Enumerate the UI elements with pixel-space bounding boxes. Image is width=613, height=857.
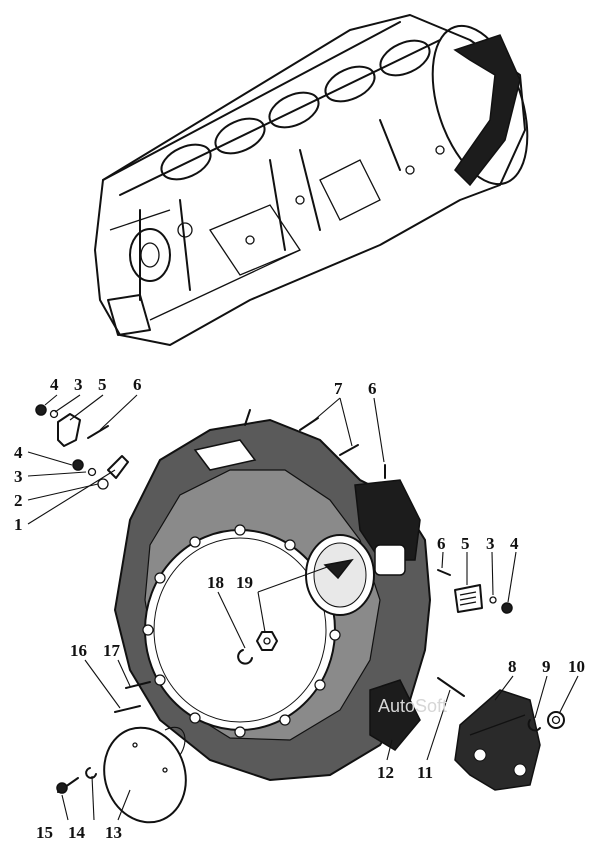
callout-7: 7 bbox=[334, 379, 343, 398]
inner-nut-washer bbox=[237, 631, 278, 665]
callout-17: 17 bbox=[103, 641, 121, 660]
flange-bolt-holes bbox=[142, 524, 341, 738]
callout-14: 14 bbox=[68, 823, 86, 842]
callout-11: 11 bbox=[417, 763, 433, 782]
callout-8: 8 bbox=[508, 657, 517, 676]
callout-3: 3 bbox=[74, 375, 83, 394]
engine-block bbox=[94, 14, 529, 346]
callout-5: 5 bbox=[461, 534, 470, 553]
callout-12: 12 bbox=[377, 763, 394, 782]
callout-10: 10 bbox=[568, 657, 585, 676]
callout-6: 6 bbox=[368, 379, 377, 398]
flywheel-housing bbox=[113, 409, 432, 782]
callout-9: 9 bbox=[542, 657, 551, 676]
cover-plate bbox=[103, 726, 187, 824]
callout-4: 4 bbox=[510, 534, 519, 553]
lock-washer bbox=[527, 719, 541, 732]
callout-6: 6 bbox=[133, 375, 142, 394]
callout-5: 5 bbox=[98, 375, 107, 394]
callout-16: 16 bbox=[70, 641, 87, 660]
watermark: AutoSoft bbox=[378, 696, 447, 716]
callout-13: 13 bbox=[105, 823, 122, 842]
dowel-pins bbox=[114, 681, 151, 713]
callout-labels: 4 3 5 6 4 3 2 1 7 6 6 5 3 4 18 19 16 17 … bbox=[14, 375, 585, 842]
stud-11 bbox=[437, 677, 465, 697]
upper-left-fasteners bbox=[35, 404, 129, 490]
callout-19: 19 bbox=[236, 573, 253, 592]
right-fasteners bbox=[384, 464, 513, 614]
callout-2: 2 bbox=[14, 491, 23, 510]
callout-4: 4 bbox=[50, 375, 59, 394]
nut bbox=[547, 711, 565, 729]
callout-3: 3 bbox=[14, 467, 23, 486]
cylinder-bores bbox=[160, 39, 431, 181]
leader-lines bbox=[27, 394, 579, 821]
support-bracket bbox=[454, 689, 541, 791]
callout-15: 15 bbox=[36, 823, 53, 842]
callout-6: 6 bbox=[437, 534, 446, 553]
callout-1: 1 bbox=[14, 515, 23, 534]
bolt-and-washer bbox=[56, 767, 97, 794]
callout-3: 3 bbox=[486, 534, 495, 553]
callout-18: 18 bbox=[207, 573, 224, 592]
callout-4: 4 bbox=[14, 443, 23, 462]
